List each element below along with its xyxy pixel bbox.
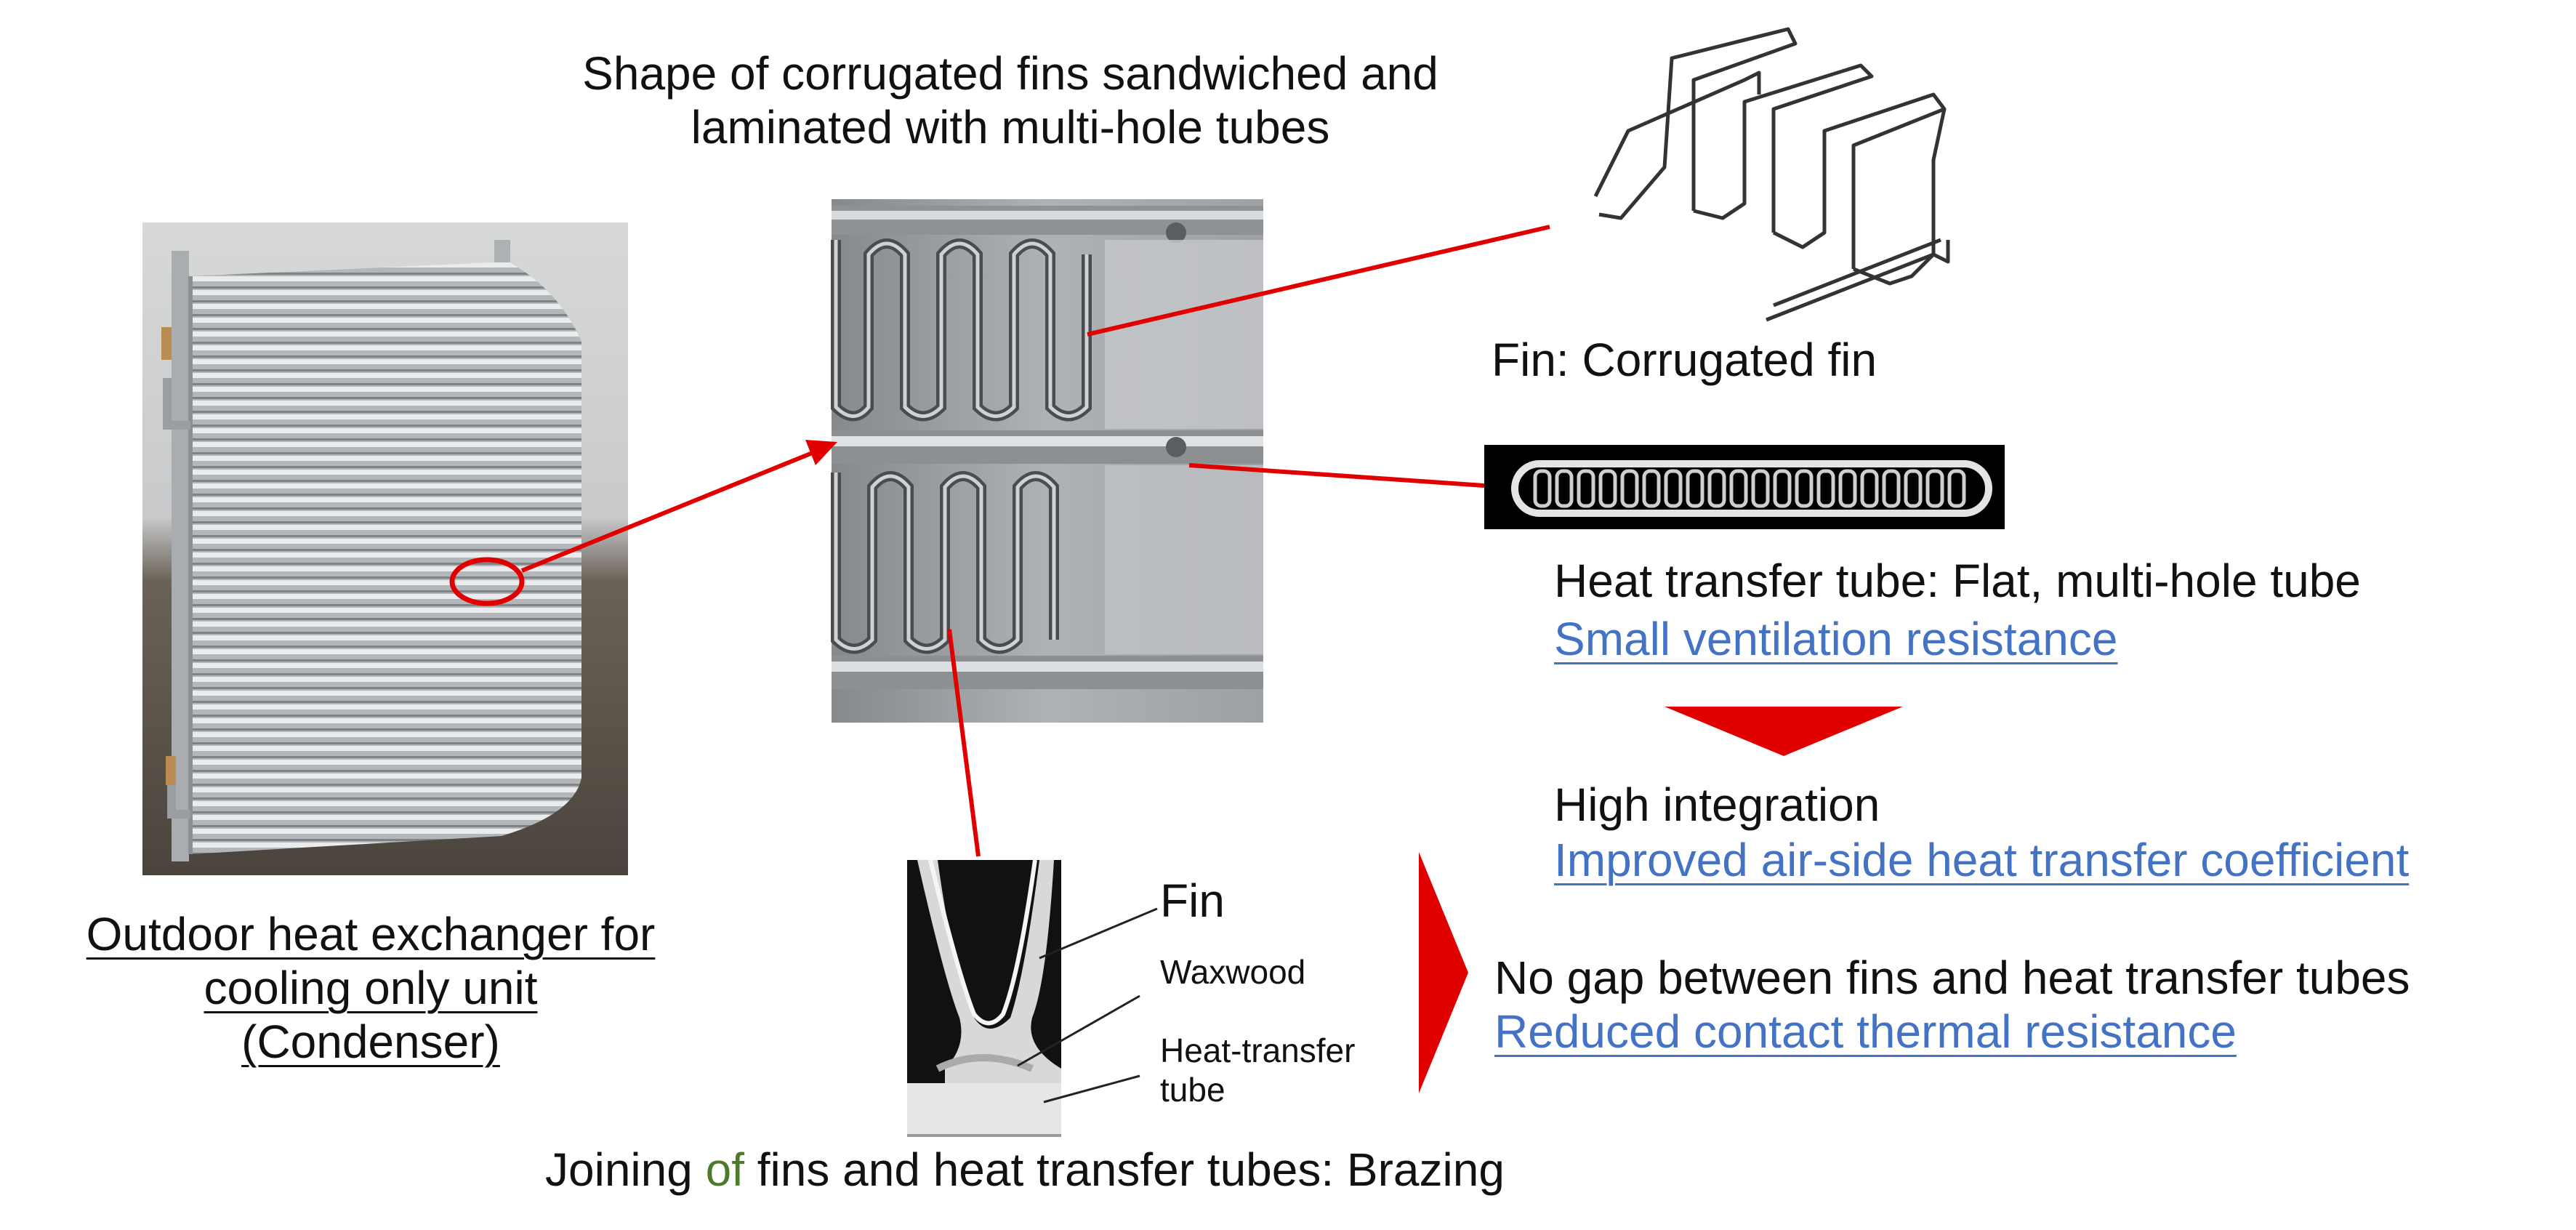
tube-hole xyxy=(1577,469,1595,508)
corrugated-fin-drawing xyxy=(1593,27,1950,322)
tube-hole xyxy=(1707,469,1726,508)
tube-hole xyxy=(1664,469,1683,508)
tube-hole xyxy=(1598,469,1617,508)
cross-section-tube-line2: tube xyxy=(1160,1071,1225,1109)
fin-caption: Fin: Corrugated fin xyxy=(1492,334,1877,386)
tube-hole xyxy=(1860,469,1879,508)
integration-benefit-link[interactable]: Improved air-side heat transfer coeffici… xyxy=(1554,834,2410,886)
tube-hole xyxy=(1925,469,1944,508)
joining-part3: fins and heat transfer tubes: Brazing xyxy=(744,1143,1505,1196)
tube-hole xyxy=(1642,469,1661,508)
top-title-line1: Shape of corrugated fins sandwiched and xyxy=(582,47,1438,100)
core-closeup-photo xyxy=(831,199,1263,723)
top-title-line2: laminated with multi-hole tubes xyxy=(691,101,1330,153)
tube-hole xyxy=(1533,469,1552,508)
tube-hole xyxy=(1686,469,1704,508)
cross-section-leaders xyxy=(1017,907,1158,1104)
multi-hole-tube-image xyxy=(1484,445,2005,529)
cross-section-tube-line1: Heat-transfer xyxy=(1160,1032,1356,1069)
right-triangle xyxy=(1419,852,1468,1093)
tube-hole xyxy=(1882,469,1901,508)
tube-hole xyxy=(1729,469,1748,508)
condenser-caption-line3: (Condenser) xyxy=(241,1016,500,1068)
tube-hole xyxy=(1620,469,1639,508)
brazed-joint-micrograph xyxy=(907,859,1061,1137)
condenser-caption: Outdoor heat exchanger for cooling only … xyxy=(15,907,727,1069)
tube-hole xyxy=(1773,469,1792,508)
tube-hole xyxy=(1904,469,1923,508)
cross-section-tube-label: Heat-transfer tube xyxy=(1160,1031,1355,1109)
arrowhead-to-core xyxy=(805,440,837,465)
gap-label: No gap between fins and heat transfer tu… xyxy=(1494,952,2410,1004)
top-title: Shape of corrugated fins sandwiched and … xyxy=(509,47,1512,154)
joining-of-word: of xyxy=(705,1143,744,1196)
integration-label: High integration xyxy=(1554,779,1880,831)
gap-benefit-link[interactable]: Reduced contact thermal resistance xyxy=(1494,1005,2237,1058)
tube-hole xyxy=(1947,469,1966,508)
tube-benefit-link[interactable]: Small ventilation resistance xyxy=(1554,613,2118,665)
cross-section-fin-label: Fin xyxy=(1160,875,1225,927)
joining-part1: Joining xyxy=(545,1143,706,1196)
condenser-photo xyxy=(142,222,628,875)
tube-label: Heat transfer tube: Flat, multi-hole tub… xyxy=(1554,555,2361,607)
condenser-caption-line1: Outdoor heat exchanger for xyxy=(86,908,656,960)
tube-hole xyxy=(1816,469,1835,508)
tube-hole xyxy=(1555,469,1574,508)
callout-lines xyxy=(449,225,1550,857)
tube-hole xyxy=(1751,469,1770,508)
tube-hole xyxy=(1795,469,1814,508)
joining-caption: Joining of fins and heat transfer tubes:… xyxy=(545,1143,1505,1197)
condenser-caption-line2: cooling only unit xyxy=(204,962,538,1014)
tube-hole xyxy=(1838,469,1857,508)
down-triangle xyxy=(1665,707,1903,756)
cross-section-waxwood-label: Waxwood xyxy=(1160,953,1306,991)
